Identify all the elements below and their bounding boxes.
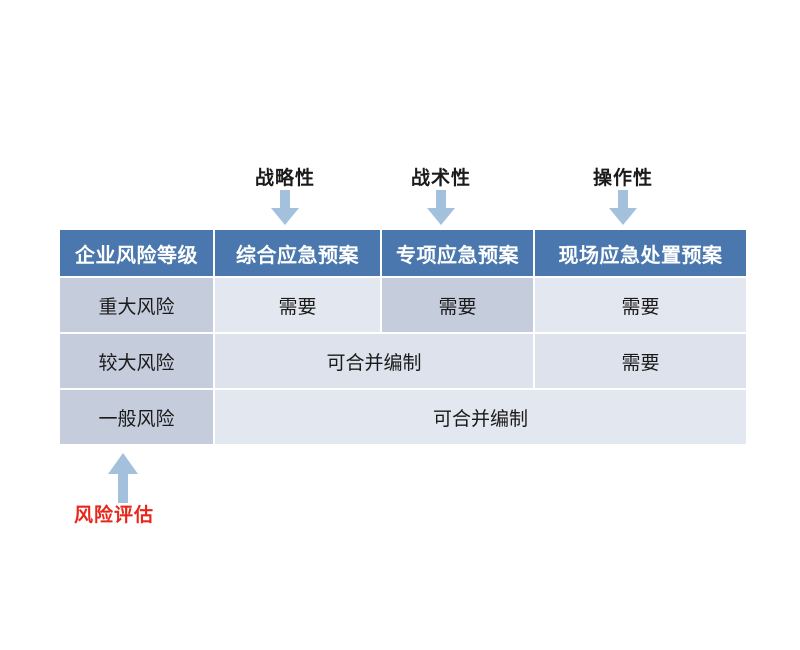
cell-risk-level-higher: 较大风险 bbox=[60, 334, 213, 388]
column-header-special-plan: 专项应急预案 bbox=[382, 230, 533, 276]
table-row-higher-risk: 较大风险 可合并编制 需要 bbox=[60, 334, 746, 388]
table-header-row: 企业风险等级 综合应急预案 专项应急预案 现场应急处置预案 bbox=[60, 230, 746, 276]
table-row-major-risk: 重大风险 需要 需要 需要 bbox=[60, 278, 746, 332]
table-row-general-risk: 一般风险 可合并编制 bbox=[60, 390, 746, 444]
cell-major-special: 需要 bbox=[382, 278, 533, 332]
cell-higher-onsite: 需要 bbox=[535, 334, 746, 388]
column-header-onsite-plan: 现场应急处置预案 bbox=[535, 230, 746, 276]
cell-general-merged-plan: 可合并编制 bbox=[215, 390, 746, 444]
cell-major-comprehensive: 需要 bbox=[215, 278, 380, 332]
cell-higher-merged-plan: 可合并编制 bbox=[215, 334, 533, 388]
column-header-risk-level: 企业风险等级 bbox=[60, 230, 213, 276]
risk-plan-matrix-table: 企业风险等级 综合应急预案 专项应急预案 现场应急处置预案 重大风险 需要 需要… bbox=[58, 228, 748, 446]
arrow-down-icon-strategic bbox=[270, 190, 300, 226]
cell-risk-level-general: 一般风险 bbox=[60, 390, 213, 444]
arrow-up-icon-risk-assessment bbox=[107, 452, 139, 504]
annotation-label-operational: 操作性 bbox=[592, 167, 653, 189]
cell-risk-level-major: 重大风险 bbox=[60, 278, 213, 332]
arrow-down-icon-operational bbox=[608, 190, 638, 226]
annotation-label-risk-assessment: 风险评估 bbox=[74, 504, 155, 526]
arrow-down-icon-tactical bbox=[426, 190, 456, 226]
annotation-label-tactical: 战术性 bbox=[410, 167, 471, 189]
annotation-label-strategic: 战略性 bbox=[254, 167, 315, 189]
cell-major-onsite: 需要 bbox=[535, 278, 746, 332]
column-header-comprehensive-plan: 综合应急预案 bbox=[215, 230, 380, 276]
